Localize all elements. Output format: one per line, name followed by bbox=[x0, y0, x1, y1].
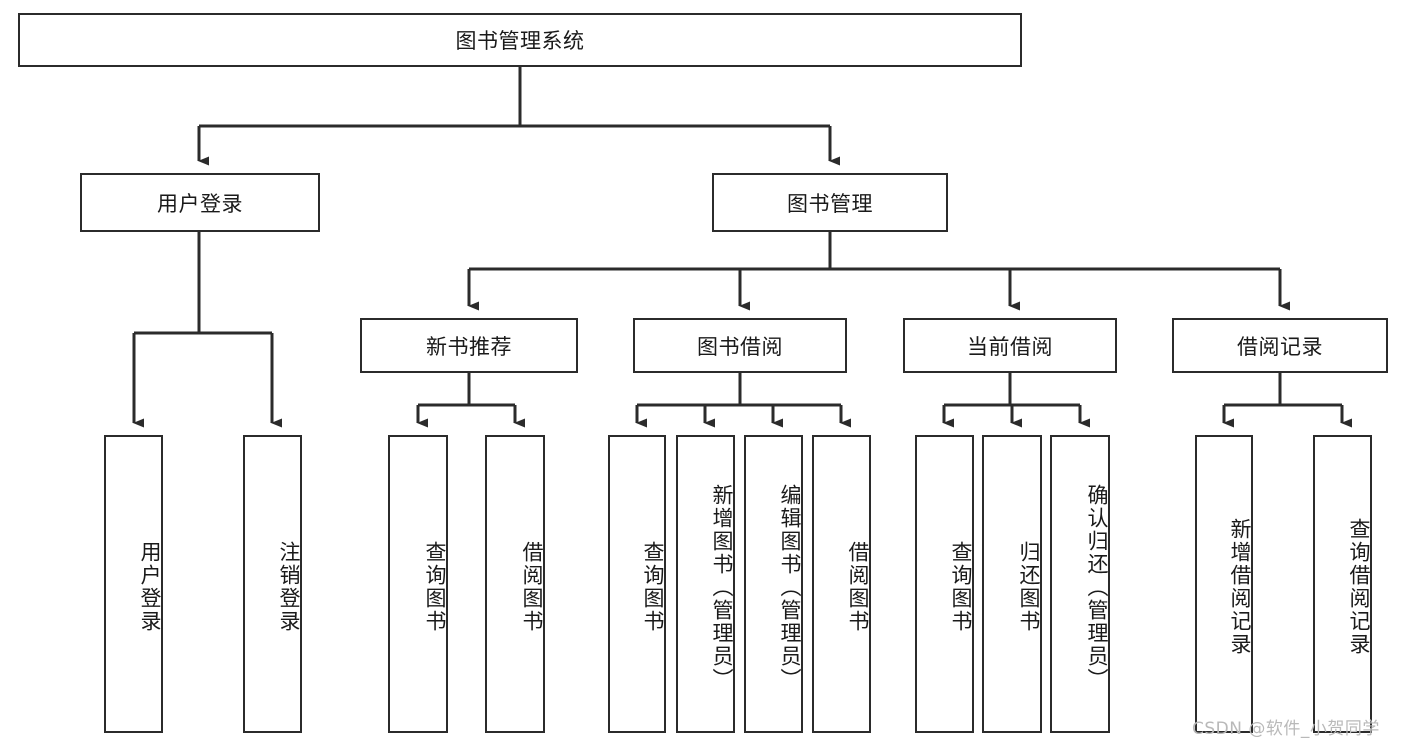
node-leaf-query-book-1[interactable]: 查询图书 bbox=[388, 435, 448, 733]
node-leaf-query-book-3-label: 查询图书 bbox=[949, 541, 973, 633]
node-leaf-add-book[interactable]: 新增图书（管理员） bbox=[676, 435, 735, 733]
node-user-login[interactable]: 用户登录 bbox=[80, 173, 320, 232]
node-leaf-return-book[interactable]: 归还图书 bbox=[982, 435, 1042, 733]
node-current-borrow[interactable]: 当前借阅 bbox=[903, 318, 1117, 373]
node-leaf-query-book-2-label: 查询图书 bbox=[641, 541, 665, 633]
node-book-borrow-label: 图书借阅 bbox=[697, 334, 783, 359]
node-leaf-logout-label: 注销登录 bbox=[277, 541, 301, 633]
node-book-manage[interactable]: 图书管理 bbox=[712, 173, 948, 232]
node-leaf-borrow-book-1[interactable]: 借阅图书 bbox=[485, 435, 545, 733]
node-leaf-confirm-return-label: 确认归还（管理员） bbox=[1085, 483, 1109, 691]
node-leaf-borrow-book-2-label: 借阅图书 bbox=[846, 541, 870, 633]
node-root-label: 图书管理系统 bbox=[455, 29, 585, 53]
node-leaf-query-book-2[interactable]: 查询图书 bbox=[608, 435, 666, 733]
node-leaf-add-record[interactable]: 新增借阅记录 bbox=[1195, 435, 1253, 733]
node-leaf-confirm-return[interactable]: 确认归还（管理员） bbox=[1050, 435, 1110, 733]
node-leaf-user-login[interactable]: 用户登录 bbox=[104, 435, 163, 733]
csdn-watermark: CSDN @软件_小贺同学 bbox=[1192, 719, 1380, 739]
node-root[interactable]: 图书管理系统 bbox=[18, 13, 1022, 67]
node-leaf-query-record-label: 查询借阅记录 bbox=[1347, 518, 1371, 656]
node-leaf-edit-book[interactable]: 编辑图书（管理员） bbox=[744, 435, 803, 733]
node-leaf-user-login-label: 用户登录 bbox=[138, 541, 162, 633]
node-book-borrow[interactable]: 图书借阅 bbox=[633, 318, 847, 373]
node-leaf-logout[interactable]: 注销登录 bbox=[243, 435, 302, 733]
node-new-book-recommend-label: 新书推荐 bbox=[426, 334, 512, 359]
node-book-manage-label: 图书管理 bbox=[787, 191, 873, 216]
node-current-borrow-label: 当前借阅 bbox=[967, 334, 1053, 359]
node-leaf-add-book-label: 新增图书（管理员） bbox=[710, 483, 734, 691]
node-leaf-return-book-label: 归还图书 bbox=[1017, 541, 1041, 633]
node-borrow-record[interactable]: 借阅记录 bbox=[1172, 318, 1388, 373]
node-leaf-query-book-3[interactable]: 查询图书 bbox=[915, 435, 974, 733]
node-user-login-label: 用户登录 bbox=[157, 191, 243, 216]
node-leaf-query-record[interactable]: 查询借阅记录 bbox=[1313, 435, 1372, 733]
node-leaf-edit-book-label: 编辑图书（管理员） bbox=[778, 483, 802, 691]
node-leaf-query-book-1-label: 查询图书 bbox=[423, 541, 447, 633]
node-new-book-recommend[interactable]: 新书推荐 bbox=[360, 318, 578, 373]
node-leaf-borrow-book-1-label: 借阅图书 bbox=[520, 541, 544, 633]
node-leaf-add-record-label: 新增借阅记录 bbox=[1228, 518, 1252, 656]
node-borrow-record-label: 借阅记录 bbox=[1237, 334, 1323, 359]
node-leaf-borrow-book-2[interactable]: 借阅图书 bbox=[812, 435, 871, 733]
